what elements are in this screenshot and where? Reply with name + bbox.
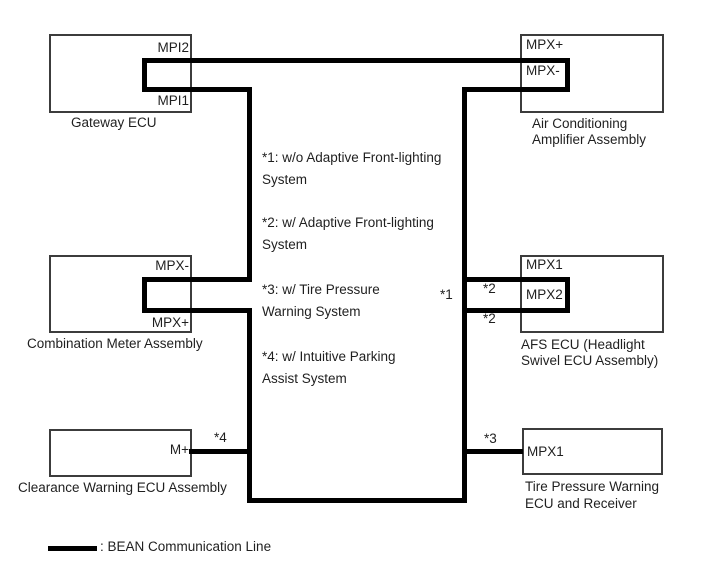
note-3-line1: *3: w/ Tire Pressure (262, 282, 380, 297)
marker-4: *4 (214, 430, 227, 445)
combination-meter-box (49, 255, 192, 333)
terminal-gateway-mpi2: MPI2 (157, 40, 189, 55)
terminal-meter-mpx-minus: MPX- (155, 258, 189, 273)
tire-pressure-box (522, 428, 663, 475)
legend-line-sample (48, 546, 97, 551)
tire-pressure-label-line1: Tire Pressure Warning (525, 479, 660, 494)
clearance-warning-label: Clearance Warning ECU Assembly (18, 480, 227, 495)
terminal-ac-mpx-minus: MPX- (526, 63, 560, 78)
terminal-tire-mpx1: MPX1 (527, 444, 564, 459)
bean-line-ac-mpx-minus-out (462, 87, 570, 92)
bean-line-left-bus-lower (247, 308, 252, 503)
note-2: *2: w/ Adaptive Front-lighting System (262, 212, 434, 256)
note-1-line2: System (262, 172, 308, 187)
afs-ecu-label-line1: AFS ECU (Headlight (521, 337, 645, 352)
tire-pressure-label-line2: ECU and Receiver (525, 496, 637, 511)
bean-line-bottom (247, 498, 467, 503)
bean-line-afs-mpx2-top-branch (462, 277, 570, 282)
afs-ecu-label: AFS ECU (Headlight Swivel ECU Assembly) (521, 337, 658, 369)
ac-amplifier-box (520, 34, 664, 113)
gateway-ecu-box (49, 34, 192, 113)
bean-line-meter-loop-vertical (142, 277, 147, 313)
bean-line-meter-mpx-minus-in (142, 277, 252, 282)
gateway-ecu-label: Gateway ECU (71, 115, 157, 130)
legend-label: : BEAN Communication Line (100, 539, 272, 554)
marker-2-bottom: *2 (483, 311, 496, 326)
note-3-line2: Warning System (262, 304, 361, 319)
note-1-line1: *1: w/o Adaptive Front-lighting (262, 150, 442, 165)
ac-amplifier-label-line1: Air Conditioning (532, 116, 628, 131)
afs-ecu-box (520, 255, 664, 333)
terminal-clearance-m-plus: M+ (169, 442, 189, 457)
terminal-afs-mpx1: MPX1 (526, 257, 563, 272)
marker-3: *3 (484, 431, 497, 446)
ac-amplifier-label-line2: Amplifier Assembly (532, 132, 647, 147)
terminal-gateway-mpi1: MPI1 (157, 93, 189, 108)
note-4: *4: w/ Intuitive Parking Assist System (262, 346, 396, 390)
marker-2-top: *2 (483, 281, 496, 296)
bean-line-meter-mpx-plus-out (142, 308, 252, 313)
terminal-ac-mpx-plus: MPX+ (526, 37, 564, 52)
bean-line-clearance-m-plus-branch (189, 449, 252, 454)
bean-line-tire-mpx1-branch (462, 449, 523, 454)
note-4-line1: *4: w/ Intuitive Parking (262, 349, 396, 364)
bean-line-gateway-to-ac (142, 58, 570, 63)
ac-amplifier-label: Air Conditioning Amplifier Assembly (532, 116, 646, 148)
note-2-line2: System (262, 237, 308, 252)
bean-line-right-bus (462, 87, 467, 503)
note-4-line2: Assist System (262, 371, 347, 386)
terminal-afs-mpx2: MPX2 (526, 287, 563, 302)
bean-line-left-bus-upper (247, 87, 252, 282)
bean-line-gateway-mpi1-out (142, 87, 252, 92)
marker-1: *1 (440, 287, 453, 302)
terminal-meter-mpx-plus: MPX+ (151, 315, 189, 330)
note-2-line1: *2: w/ Adaptive Front-lighting (262, 215, 434, 230)
clearance-warning-box (49, 429, 192, 477)
bean-line-gateway-loop-vertical (142, 58, 147, 92)
bean-line-ac-loop-vertical (565, 58, 570, 92)
bean-line-afs-loop-vertical (565, 277, 570, 313)
tire-pressure-label: Tire Pressure Warning ECU and Receiver (525, 478, 659, 512)
combination-meter-label: Combination Meter Assembly (27, 336, 203, 351)
note-1: *1: w/o Adaptive Front-lighting System (262, 147, 441, 191)
bean-line-afs-mpx2-bottom-branch (462, 308, 570, 313)
note-3: *3: w/ Tire Pressure Warning System (262, 279, 380, 323)
afs-ecu-label-line2: Swivel ECU Assembly) (521, 353, 659, 368)
